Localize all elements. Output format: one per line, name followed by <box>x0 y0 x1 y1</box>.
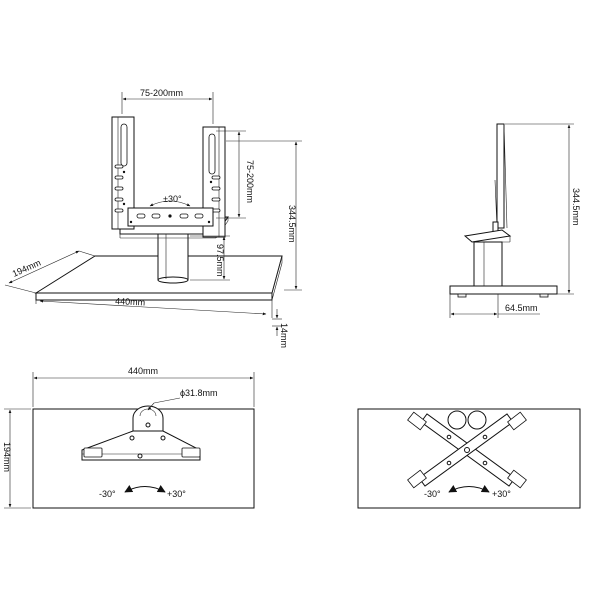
side-offset-label: 64.5mm <box>505 303 538 313</box>
tilt-indicator: ±30° <box>149 194 191 207</box>
side-view: 344.5mm 64.5mm <box>449 123 581 318</box>
left-vesa-arm <box>111 116 135 230</box>
right-plus-label: +30° <box>492 489 511 499</box>
left-minus-label: -30° <box>99 489 116 499</box>
right-minus-label: -30° <box>424 489 441 499</box>
tilt-label: ±30° <box>163 194 182 204</box>
base-width-label: 440mm <box>115 296 145 308</box>
top-view-left: 440mm 194mm ϕ31.8mm -30° +30° <box>2 366 255 509</box>
front-view: 75-200mm 75-200mm ±30° 344.5mm 97.5mm <box>4 88 302 348</box>
top-depth-label: 194mm <box>2 442 12 472</box>
side-total-height-label: 344.5mm <box>571 188 581 226</box>
base-thickness-label: 14mm <box>279 323 289 348</box>
hole-diameter-label: ϕ31.8mm <box>180 388 218 398</box>
dim-vesa-width: 75-200mm <box>121 88 214 124</box>
top-width-label: 440mm <box>128 366 158 376</box>
left-plus-label: +30° <box>167 489 186 499</box>
vesa-height-label: 75-200mm <box>245 160 255 203</box>
total-height-label: 344.5mm <box>287 205 297 243</box>
base-depth-label: 194mm <box>11 257 42 278</box>
vesa-width-label: 75-200mm <box>140 88 183 98</box>
dim-vesa-height: 75-200mm <box>216 130 255 219</box>
support-column <box>157 231 189 284</box>
top-view-right: -30° +30° <box>357 408 581 509</box>
dim-base-thickness: 14mm <box>272 309 289 348</box>
dim-base-width: 440mm <box>35 296 273 318</box>
tilt-plate <box>127 207 214 227</box>
column-height-label: 97.5mm <box>215 244 225 277</box>
dim-column-height: 97.5mm <box>190 235 230 281</box>
dim-total-height: 344.5mm <box>226 140 302 291</box>
